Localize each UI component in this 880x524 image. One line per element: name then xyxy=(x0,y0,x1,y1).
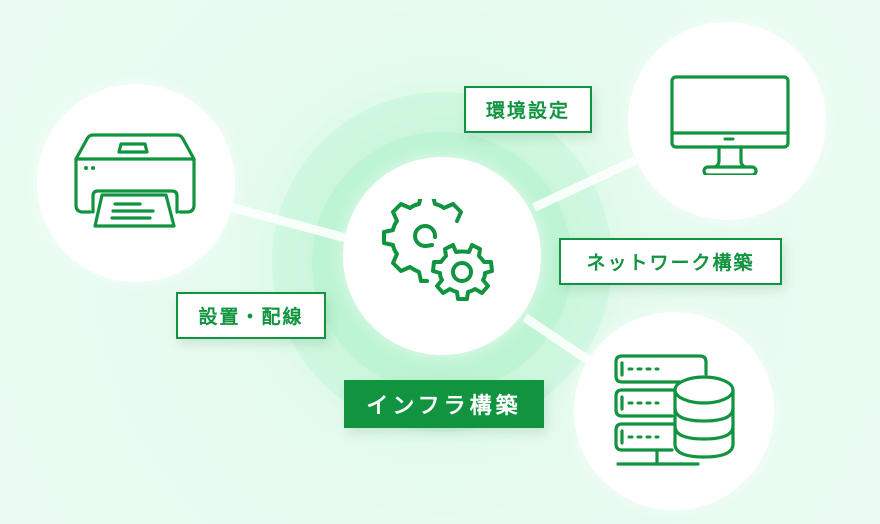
server-node xyxy=(574,312,774,510)
monitor-node xyxy=(628,22,826,220)
label-network-construction: ネットワーク構築 xyxy=(559,238,782,285)
center-gears-node xyxy=(343,157,541,355)
printer-icon xyxy=(74,133,196,228)
monitor-icon xyxy=(670,75,790,175)
label-environment-setup: 環境設定 xyxy=(464,86,592,133)
label-installation-wiring: 設置・配線 xyxy=(176,292,326,339)
server-database-icon xyxy=(614,354,735,466)
printer-node xyxy=(37,84,235,282)
gears-icon xyxy=(382,199,494,301)
label-infrastructure-construction: インフラ構築 xyxy=(344,380,544,428)
